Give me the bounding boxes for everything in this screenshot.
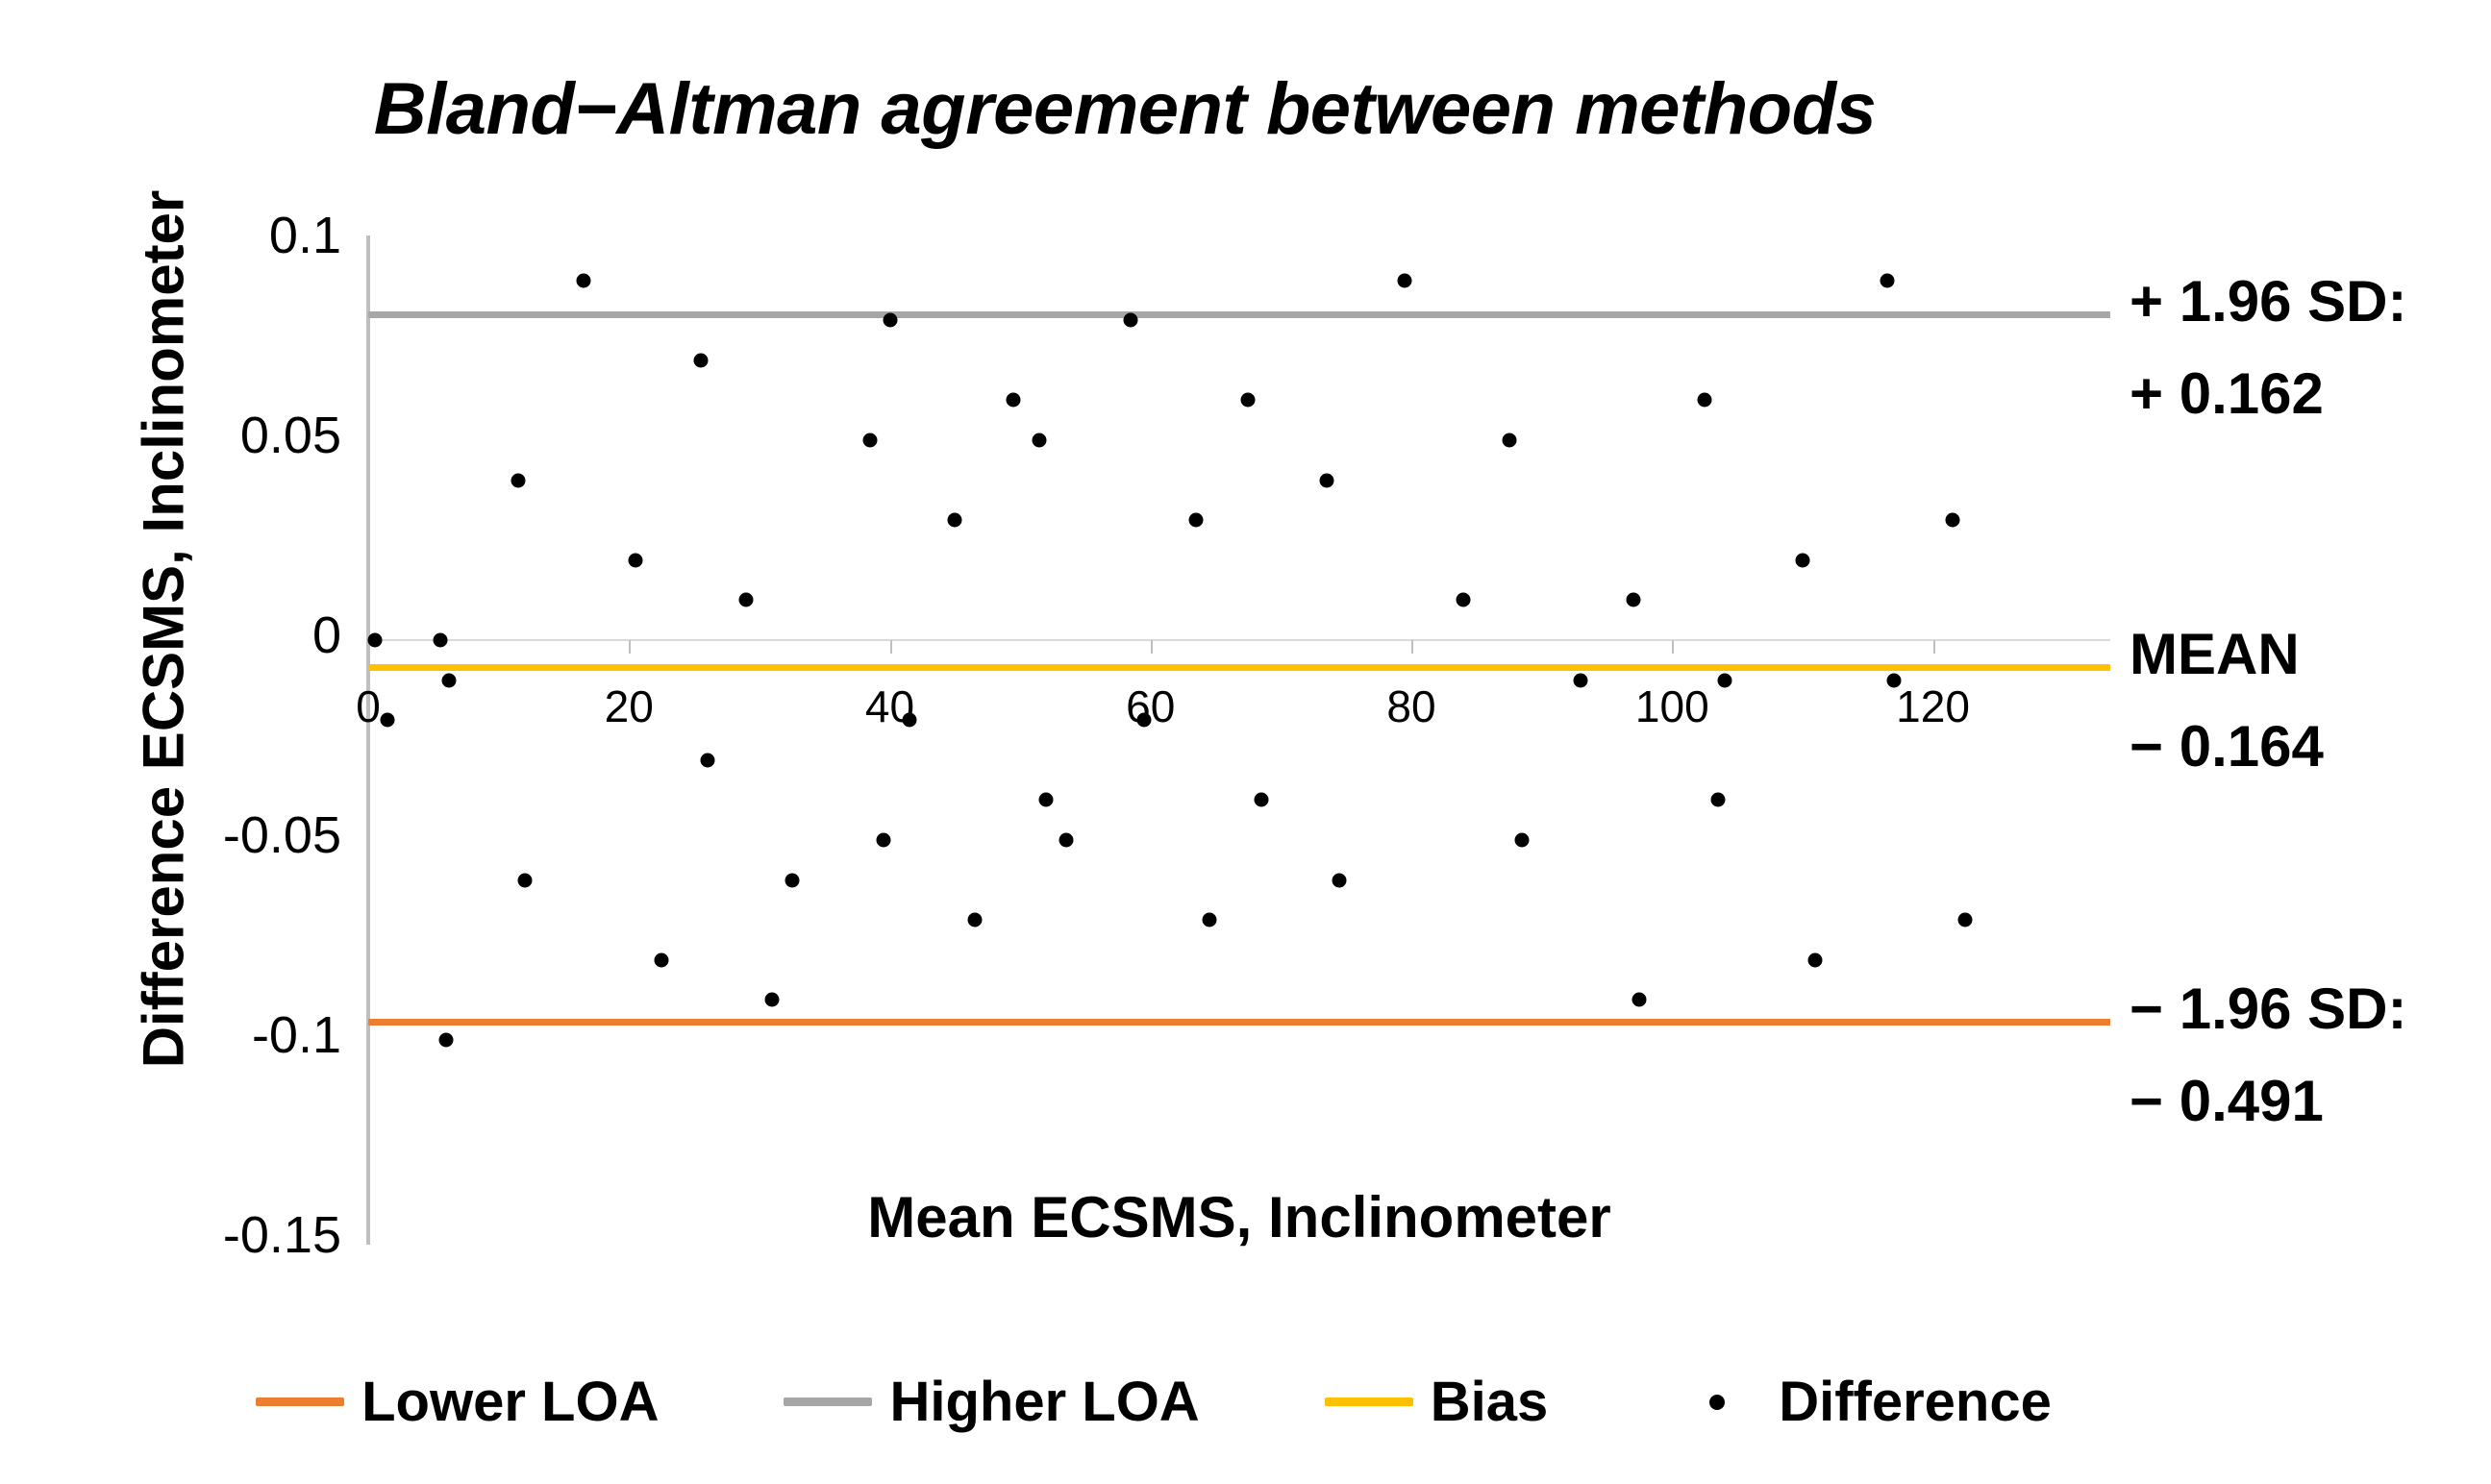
- legend-item-higher-loa[interactable]: Higher LOA: [784, 1370, 1200, 1434]
- scatter-point: [1202, 912, 1217, 928]
- y-tick-label: -0.05: [222, 806, 341, 864]
- y-axis-line: [366, 235, 370, 1245]
- lower-loa-line: [368, 1019, 2110, 1026]
- x-tick-label: 100: [1634, 681, 1709, 731]
- legend-label: Difference: [1779, 1371, 2052, 1433]
- scatter-point: [1807, 952, 1823, 968]
- y-tick-label: 0.1: [268, 207, 341, 264]
- x-tick-mark: [1672, 640, 1675, 654]
- scatter-point: [1319, 473, 1334, 488]
- scatter-point: [1710, 792, 1726, 807]
- legend-item-lower-loa[interactable]: Lower LOA: [256, 1370, 659, 1434]
- scatter-point: [380, 712, 395, 728]
- scatter-point: [1240, 392, 1256, 408]
- scatter-point: [511, 473, 526, 488]
- scatter-point: [764, 992, 780, 1007]
- x-tick-mark: [889, 640, 892, 654]
- scatter-point: [785, 873, 800, 888]
- scatter-point: [883, 312, 897, 328]
- chart-legend: Lower LOA Higher LOA Bias Difference: [0, 1370, 2307, 1434]
- scatter-point: [1632, 992, 1647, 1007]
- scatter-point: [1945, 512, 1960, 528]
- scatter-point: [517, 873, 533, 888]
- scatter-point: [1697, 392, 1712, 408]
- x-tick-label: 20: [604, 681, 654, 731]
- legend-label: Lower LOA: [361, 1371, 660, 1433]
- x-tick-mark: [1932, 640, 1935, 654]
- scatter-point: [693, 353, 709, 368]
- scatter-point: [1886, 673, 1902, 688]
- scatter-point: [902, 712, 917, 728]
- y-tick-label: 0: [311, 606, 341, 664]
- scatter-point: [1188, 512, 1204, 528]
- annotation-lower-loa-value: − 0.491: [2130, 1069, 2324, 1134]
- legend-item-bias[interactable]: Bias: [1324, 1370, 1549, 1434]
- annotation-upper-loa-value: + 0.162: [2130, 360, 2324, 426]
- zero-gridline: [368, 639, 2110, 641]
- legend-line-marker: [256, 1397, 345, 1406]
- scatter-point: [576, 273, 591, 288]
- higher-loa-line: [368, 310, 2110, 318]
- scatter-point: [1059, 832, 1074, 848]
- scatter-point: [654, 952, 669, 968]
- scatter-point: [967, 912, 983, 928]
- x-tick-label: 60: [1126, 681, 1176, 731]
- x-axis-title: Mean ECSMS, Inclinometer: [867, 1185, 1611, 1249]
- annotation-lower-loa-label: − 1.96 SD:: [2130, 977, 2407, 1042]
- scatter-point: [441, 673, 457, 688]
- scatter-point: [367, 632, 383, 648]
- annotation-bias-value: − 0.164: [2130, 714, 2324, 779]
- legend-label: Higher LOA: [889, 1371, 1200, 1433]
- y-tick-label: -0.1: [251, 1006, 341, 1064]
- page-title: Bland−Altman agreement between methods: [373, 68, 1877, 150]
- x-tick-mark: [1411, 640, 1414, 654]
- annotation-upper-loa-label: + 1.96 SD:: [2130, 268, 2407, 334]
- x-tick-mark: [629, 640, 632, 654]
- scatter-point: [1717, 673, 1732, 688]
- scatter-point: [1456, 592, 1471, 607]
- bias-line: [368, 664, 2110, 672]
- scatter-point: [1332, 873, 1347, 888]
- scatter-point: [433, 632, 448, 648]
- scatter-point: [738, 592, 754, 607]
- scatter-point: [628, 553, 643, 568]
- scatter-point: [1514, 832, 1530, 848]
- scatter-point: [1254, 792, 1269, 807]
- legend-label: Bias: [1430, 1371, 1549, 1433]
- scatter-point: [438, 1032, 454, 1048]
- legend-item-difference[interactable]: Difference: [1673, 1370, 2052, 1434]
- y-tick-label: -0.15: [222, 1206, 341, 1264]
- x-tick-label: 120: [1896, 681, 1970, 731]
- scatter-point: [1957, 912, 1973, 928]
- scatter-point: [700, 753, 715, 768]
- scatter-point: [1880, 273, 1895, 288]
- scatter-point: [1006, 392, 1021, 408]
- scatter-point: [876, 832, 891, 848]
- y-tick-label: 0.05: [239, 407, 341, 464]
- legend-line-marker: [1324, 1397, 1413, 1406]
- x-tick-mark: [1150, 640, 1153, 654]
- scatter-point: [1032, 433, 1047, 448]
- scatter-point: [1397, 273, 1412, 288]
- x-tick-label: 40: [864, 681, 915, 731]
- legend-line-marker: [784, 1397, 873, 1406]
- annotation-bias-label: MEAN: [2130, 622, 2300, 687]
- scatter-point: [1795, 553, 1810, 568]
- plot-area: [367, 240, 2110, 1240]
- scatter-point: [947, 512, 962, 528]
- scatter-point: [1038, 792, 1054, 807]
- scatter-point: [1573, 673, 1588, 688]
- scatter-point: [1502, 433, 1517, 448]
- x-tick-label: 80: [1386, 681, 1436, 731]
- scatter-point: [1136, 712, 1152, 728]
- x-tick-label: 0: [356, 681, 381, 731]
- scatter-point: [1123, 312, 1138, 328]
- legend-dot-marker: [1709, 1394, 1726, 1410]
- scatter-point: [1626, 592, 1641, 607]
- scatter-point: [862, 433, 878, 448]
